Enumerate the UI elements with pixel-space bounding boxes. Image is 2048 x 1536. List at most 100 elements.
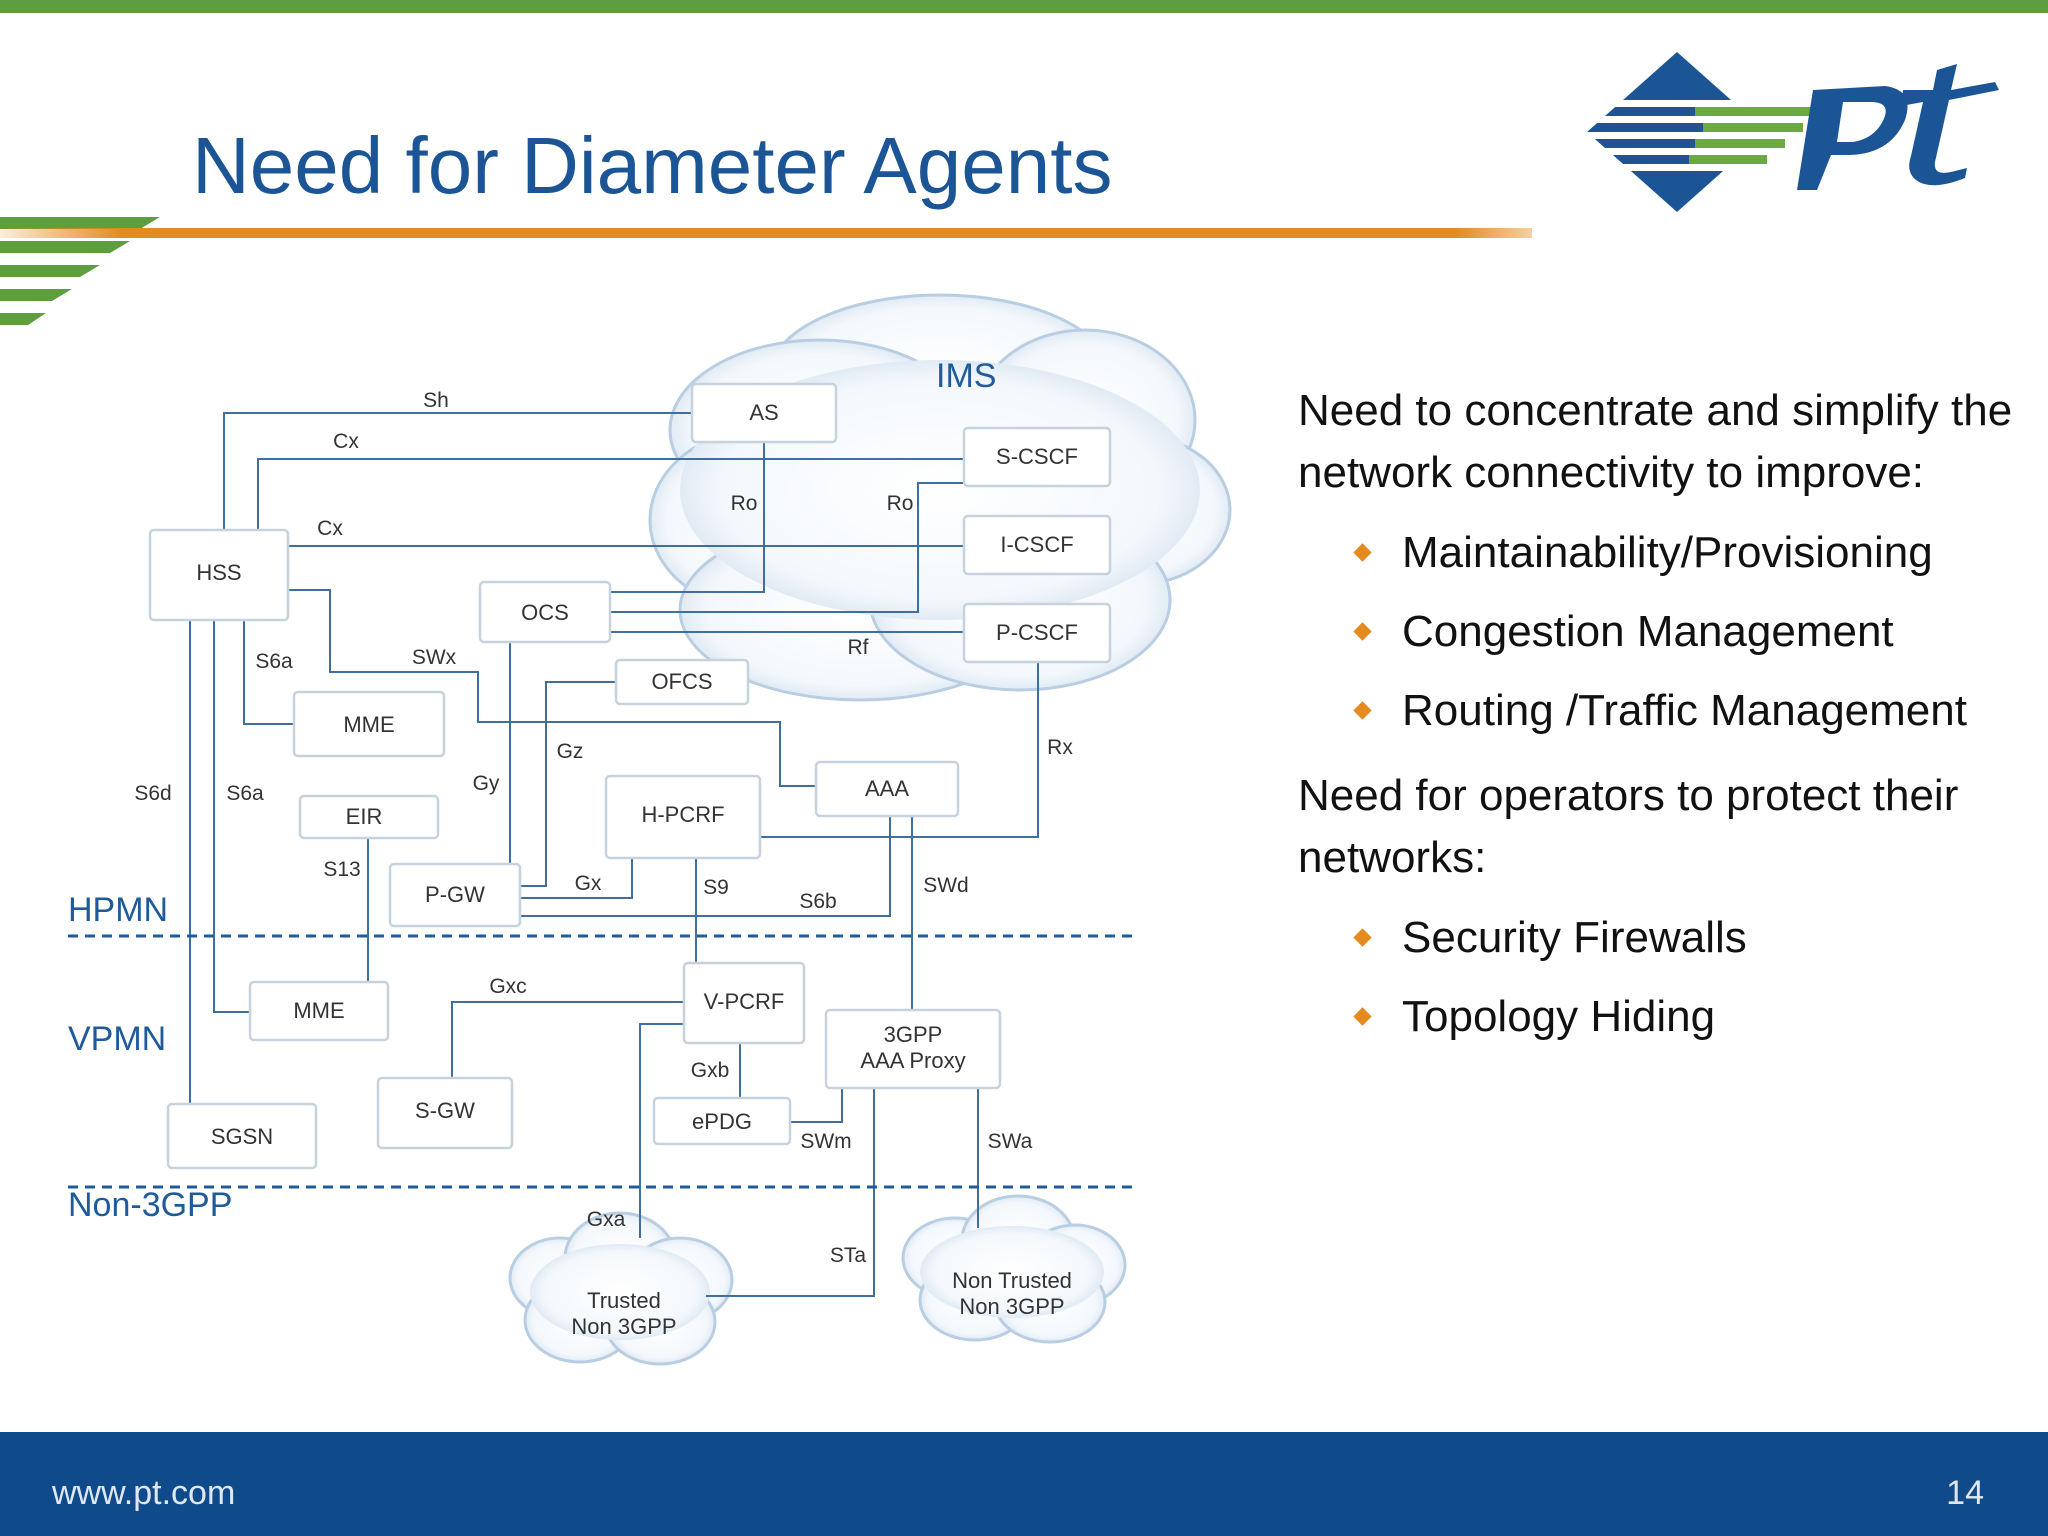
- node-scscf-label: S-CSCF: [996, 444, 1078, 469]
- pt-logo-icon: [1585, 52, 1999, 212]
- iface-swa-label: SWa: [988, 1130, 1033, 1153]
- node-mme-vpmn-box: [248, 980, 390, 1042]
- bullet-text: Maintainability/Provisioning: [1402, 528, 1933, 577]
- node-sgw-label: S-GW: [415, 1098, 475, 1123]
- list-item: Routing /Traffic Management: [1298, 686, 2018, 736]
- iface-gy-label: Gy: [473, 772, 500, 795]
- region-vpmn-label: VPMN: [68, 1020, 166, 1058]
- list-item: Security Firewalls: [1298, 913, 2018, 963]
- bullet-list-connectivity: Maintainability/Provisioning Congestion …: [1298, 528, 2018, 736]
- decorative-stripes-icon: [0, 217, 160, 325]
- bullet-diamond-icon: [1353, 701, 1372, 720]
- bullet-text: Congestion Management: [1402, 607, 1894, 656]
- node-aaa-box: [814, 760, 960, 818]
- list-item: Congestion Management: [1298, 607, 2018, 657]
- node-scscf-box: [962, 426, 1112, 488]
- node-ocs-box: [478, 580, 612, 644]
- bullet-diamond-icon: [1353, 622, 1372, 641]
- bullet-diamond-icon: [1353, 1007, 1372, 1026]
- iface-sh-label: Sh: [423, 389, 449, 412]
- iface-sta-label: STa: [830, 1244, 867, 1267]
- node-eir-label: EIR: [346, 804, 383, 829]
- bullet-text: Security Firewalls: [1402, 913, 1747, 962]
- iface-rf-label: Rf: [848, 636, 869, 659]
- iface-swm-label: SWm: [800, 1130, 851, 1153]
- list-item: Maintainability/Provisioning: [1298, 528, 2018, 578]
- node-nontrusted-label-line2: Non 3GPP: [959, 1294, 1064, 1319]
- list-item: Topology Hiding: [1298, 992, 2018, 1042]
- node-eir-box: [298, 794, 440, 840]
- diameter-network-diagram: AS S-CSCF I-CSCF P-CSCF HSS OCS OFCS MME…: [68, 293, 1232, 1366]
- node-ofcs-box: [614, 658, 750, 706]
- node-icscf-box: [962, 514, 1112, 576]
- iface-s6a2-label: S6a: [226, 782, 264, 805]
- node-ofcs-label: OFCS: [651, 669, 712, 694]
- node-aaaproxy-box: [824, 1008, 1002, 1090]
- iface-gx-label: Gx: [575, 872, 602, 895]
- node-epdg-box: [652, 1096, 792, 1146]
- node-pgw-label: P-GW: [425, 882, 485, 907]
- iface-gxc-label: Gxc: [489, 975, 526, 998]
- iface-cx2-label: Cx: [317, 517, 343, 540]
- title-underline: [0, 228, 1532, 238]
- iface-s6a1-label: S6a: [255, 650, 293, 673]
- iface-s9-label: S9: [703, 876, 729, 899]
- nontrusted-non3gpp-cloud: [901, 1194, 1127, 1344]
- bullet-text: Routing /Traffic Management: [1402, 686, 1967, 735]
- node-epdg-label: ePDG: [692, 1109, 752, 1134]
- node-hpcrf-box: [604, 774, 762, 860]
- iface-cx1-label: Cx: [333, 430, 359, 453]
- node-sgw-box: [376, 1076, 514, 1150]
- node-trusted-label-line2: Non 3GPP: [571, 1314, 676, 1339]
- bullet-diamond-icon: [1353, 543, 1372, 562]
- top-green-bar: [0, 0, 2048, 13]
- bullet-diamond-icon: [1353, 928, 1372, 947]
- node-as-label: AS: [749, 400, 778, 425]
- node-sgsn-box: [166, 1102, 318, 1170]
- iface-s6d-label: S6d: [134, 782, 171, 805]
- node-trusted-label-line1: Trusted: [587, 1288, 661, 1313]
- node-vpcrf-box: [682, 961, 806, 1045]
- node-ocs-label: OCS: [521, 600, 569, 625]
- region-non3gpp-label: Non-3GPP: [68, 1186, 232, 1224]
- node-hss-box: [148, 528, 290, 622]
- node-pcscf-label: P-CSCF: [996, 620, 1078, 645]
- node-as-box: [690, 382, 838, 444]
- iface-gxb-label: Gxb: [691, 1059, 730, 1082]
- iface-ro1-label: Ro: [731, 492, 758, 515]
- node-mme-hpmn-box: [292, 690, 446, 758]
- region-ims-label: IMS: [936, 357, 996, 395]
- iface-swd-label: SWd: [923, 874, 969, 897]
- interface-lines: [189, 412, 1039, 1297]
- node-mme-hpmn-label: MME: [343, 712, 394, 737]
- trusted-non3gpp-cloud: [508, 1211, 734, 1366]
- slide-title: Need for Diameter Agents: [192, 121, 1113, 210]
- node-aaaproxy-label-line1: 3GPP: [884, 1022, 943, 1047]
- node-pcscf-box: [962, 602, 1112, 664]
- node-hpcrf-label: H-PCRF: [641, 802, 724, 827]
- region-hpmn-label: HPMN: [68, 891, 168, 929]
- bullet-panel: Need to concentrate and simplify the net…: [1298, 380, 2018, 1071]
- iface-ro2-label: Ro: [887, 492, 914, 515]
- paragraph-protection: Need for operators to protect their netw…: [1298, 771, 1959, 882]
- iface-gz-label: Gz: [557, 740, 584, 763]
- page-number: 14: [1946, 1474, 1984, 1512]
- node-icscf-label: I-CSCF: [1000, 532, 1073, 557]
- iface-s13-label: S13: [323, 858, 360, 881]
- iface-rx-label: Rx: [1047, 736, 1073, 759]
- iface-s6b-label: S6b: [799, 890, 836, 913]
- node-mme-vpmn-label: MME: [293, 998, 344, 1023]
- node-sgsn-label: SGSN: [211, 1124, 273, 1149]
- node-nontrusted-label-line1: Non Trusted: [952, 1268, 1072, 1293]
- node-aaa-label: AAA: [865, 776, 909, 801]
- bullet-list-protection: Security Firewalls Topology Hiding: [1298, 913, 2018, 1042]
- footer-bar: [0, 1432, 2048, 1536]
- paragraph-connectivity: Need to concentrate and simplify the net…: [1298, 386, 2013, 497]
- node-pgw-box: [388, 862, 522, 928]
- bullet-text: Topology Hiding: [1402, 992, 1716, 1041]
- footer-url-link[interactable]: www.pt.com: [52, 1474, 236, 1512]
- node-vpcrf-label: V-PCRF: [704, 989, 785, 1014]
- node-aaaproxy-label-line2: AAA Proxy: [860, 1048, 965, 1073]
- iface-swx-label: SWx: [412, 646, 457, 669]
